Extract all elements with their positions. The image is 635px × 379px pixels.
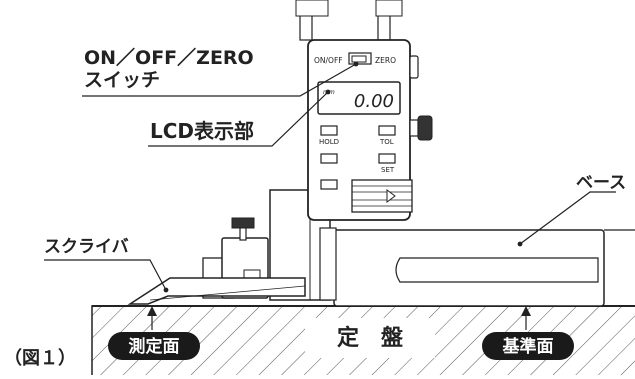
figure-number: （図１）	[4, 348, 76, 369]
switch-callout-dot	[353, 61, 359, 67]
tol-button[interactable]	[378, 125, 396, 136]
on-off-zero-switch[interactable]	[348, 52, 372, 65]
base-callout-dot	[517, 241, 523, 247]
surface-plate-label: 定 盤	[337, 325, 404, 351]
tol-button-label: TOL	[379, 138, 394, 146]
scriber-assembly	[127, 217, 306, 305]
measuring-face-badge-text: 測定面	[129, 336, 180, 357]
lock-knob-icon[interactable]	[409, 55, 419, 79]
base-block	[333, 229, 635, 307]
scriber-callout: スクライバ	[44, 237, 129, 257]
hold-button[interactable]	[320, 125, 338, 136]
fine-adjust-knob-icon[interactable]	[409, 115, 433, 141]
blank-button-2[interactable]	[320, 179, 338, 190]
reference-face-badge: 基準面	[482, 332, 574, 360]
feed-wheel[interactable]	[351, 179, 413, 213]
scriber-callout-dot	[163, 287, 169, 293]
hold-button-label: HOLD	[319, 138, 339, 146]
measuring-face-badge: 測定面	[108, 332, 200, 360]
switch-zero-text: ZERO	[375, 56, 396, 65]
lcd-callout: LCD表示部	[150, 119, 254, 143]
set-button[interactable]	[378, 153, 396, 164]
base-callout: ベース	[576, 173, 626, 193]
leader-lines	[44, 63, 616, 330]
lcd-display	[317, 81, 401, 115]
reference-face-badge-text: 基準面	[502, 336, 554, 357]
lcd-callout-dot	[325, 89, 331, 95]
blank-button-1[interactable]	[320, 153, 338, 164]
set-button-label: SET	[381, 166, 395, 174]
measuring-face-arrow-icon	[147, 306, 157, 316]
switch-on-off-text: ON/OFF	[314, 56, 343, 65]
lcd-value-text: 0.00	[354, 91, 394, 112]
reference-face-arrow-icon	[521, 306, 531, 316]
switch-callout-line1: ON／OFF／ZERO	[84, 46, 254, 69]
switch-callout-line2: スイッチ	[84, 69, 160, 91]
